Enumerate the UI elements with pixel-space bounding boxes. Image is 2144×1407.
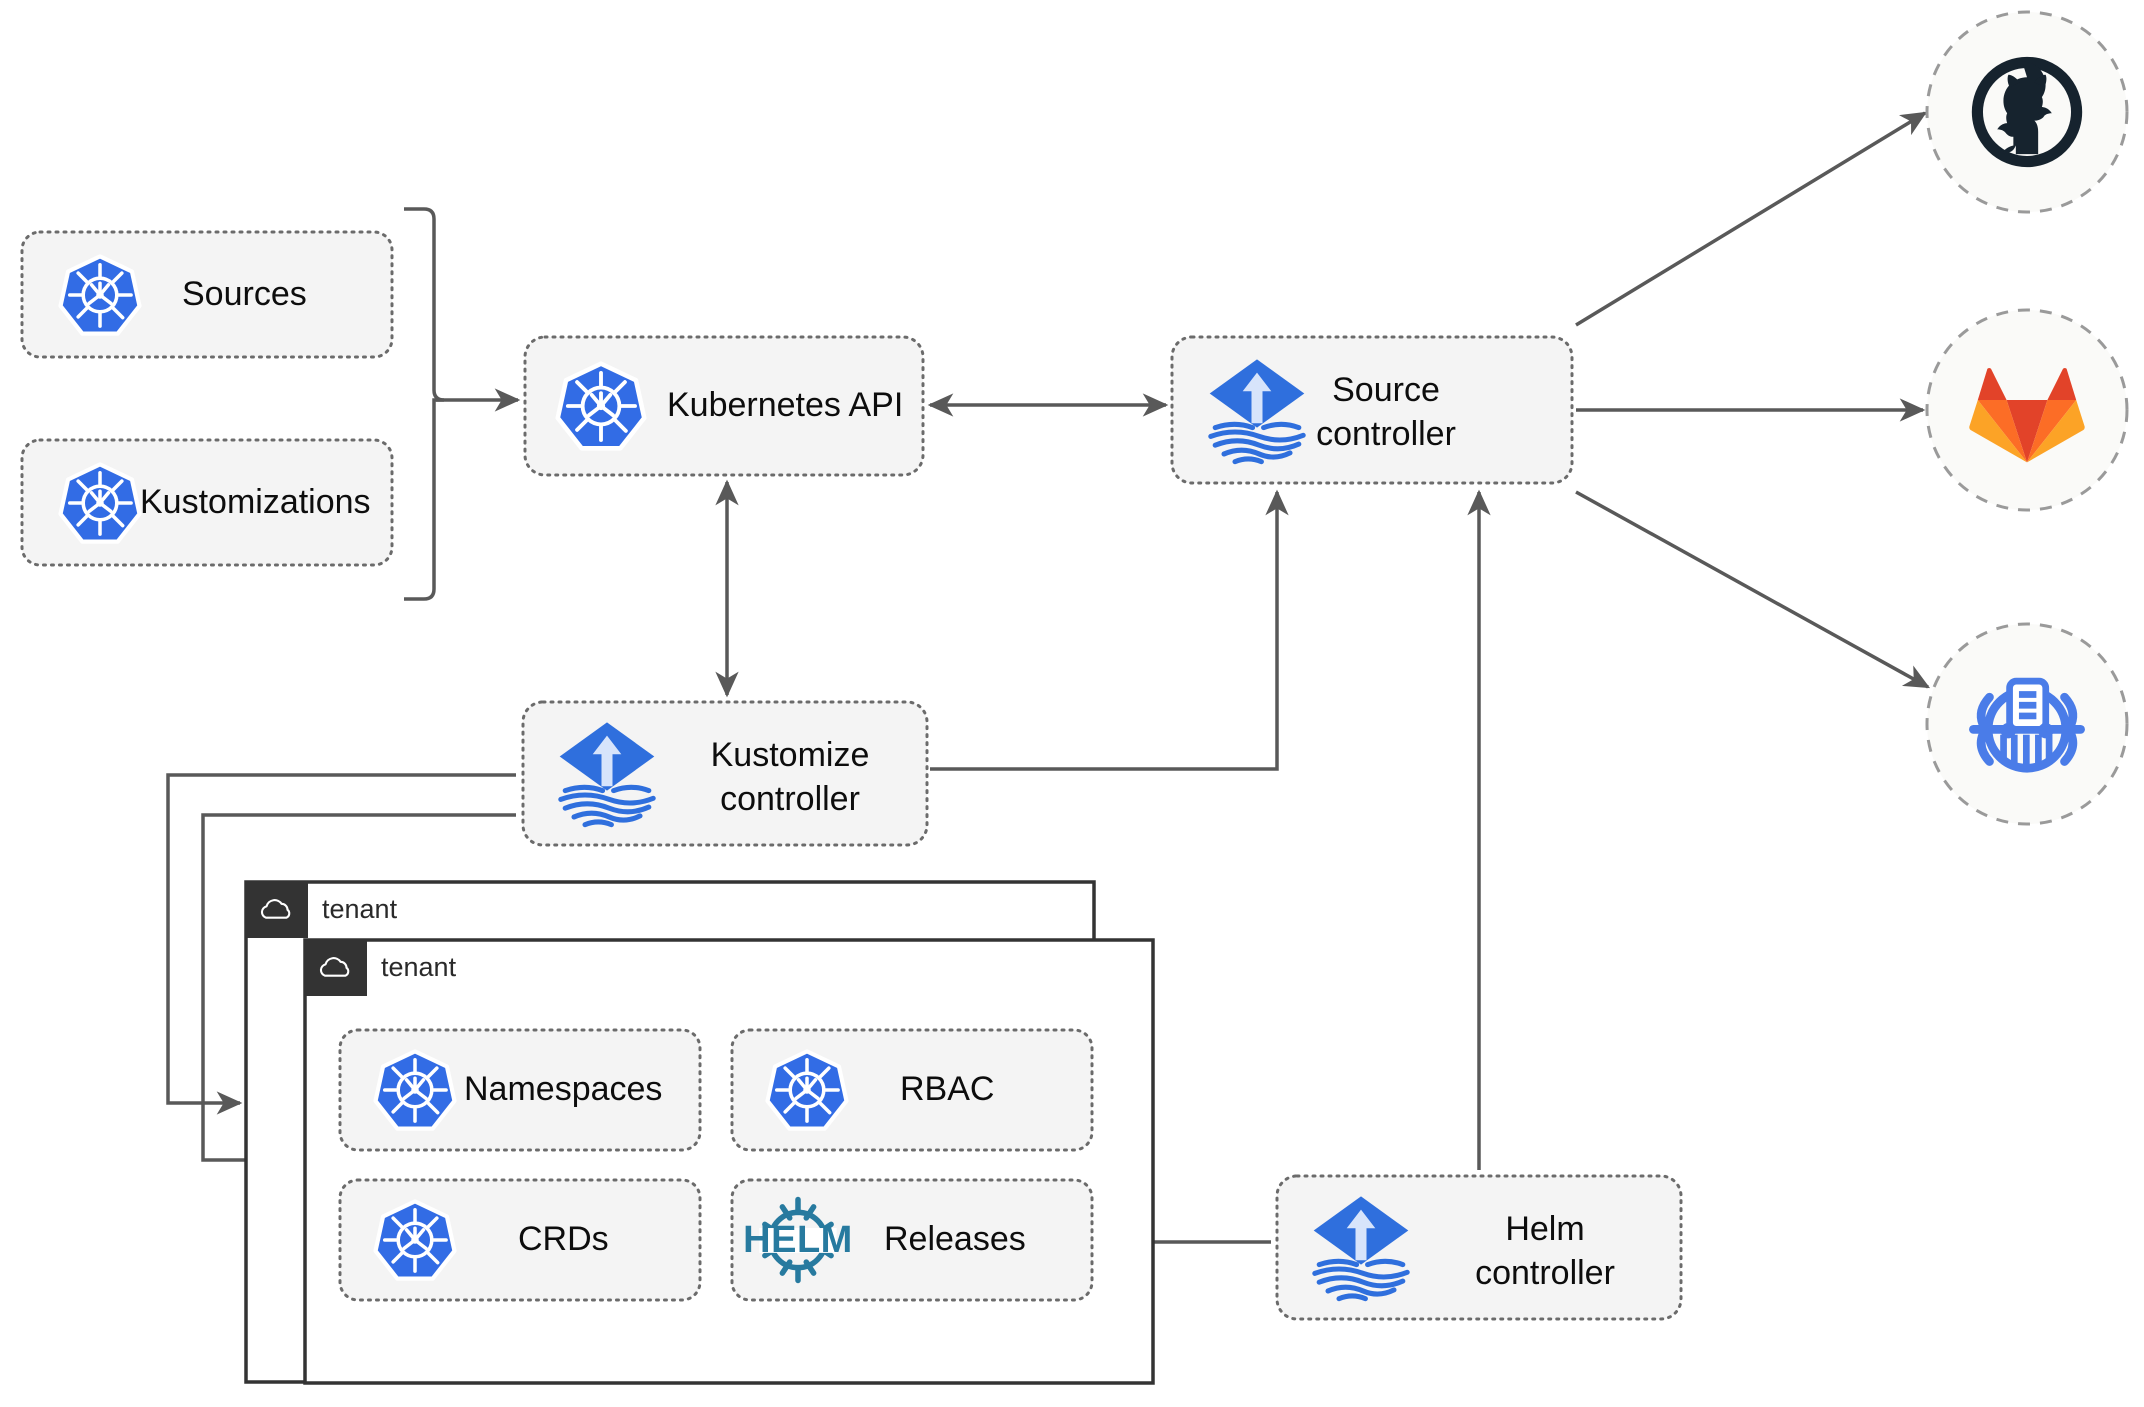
node-releases-label: Releases xyxy=(884,1220,1026,1258)
node-source-controller-box xyxy=(1170,335,1574,485)
node-kustomizations-label: Kustomizations xyxy=(140,483,371,521)
node-crds-label: CRDs xyxy=(518,1220,609,1258)
node-source-controller-label-line1: Source xyxy=(1332,371,1440,409)
node-kustomize-controller-label-line2: controller xyxy=(720,780,860,818)
tenant-outer-label: tenant xyxy=(322,894,398,924)
kubernetes-icon xyxy=(61,464,140,541)
kubernetes-icon xyxy=(376,1201,455,1278)
node-releases-box xyxy=(730,1178,1094,1302)
node-sources[interactable]: Sources xyxy=(20,230,394,359)
kubernetes-icon xyxy=(61,256,140,333)
node-kubernetes-api[interactable]: Kubernetes API xyxy=(523,335,925,477)
node-source-controller-label-line2: controller xyxy=(1316,415,1456,453)
helm-icon: HELM xyxy=(743,1200,853,1281)
node-releases[interactable]: HELM Releases xyxy=(730,1178,1094,1302)
node-kubernetes-api-label: Kubernetes API xyxy=(667,386,903,424)
node-rbac-label: RBAC xyxy=(900,1070,994,1108)
node-rbac[interactable]: RBAC xyxy=(730,1028,1094,1152)
bracket-sources-group xyxy=(404,207,445,601)
tenant-inner-label: tenant xyxy=(381,952,457,982)
kubernetes-icon xyxy=(558,364,644,449)
harbor-icon xyxy=(1973,681,2080,769)
node-helm-controller-label-line2: controller xyxy=(1475,1254,1615,1292)
node-sources-label: Sources xyxy=(182,275,307,313)
node-namespaces[interactable]: Namespaces xyxy=(338,1028,702,1152)
arrow-sourcecontroller-to-helmrepo xyxy=(1575,490,1931,689)
arrow-kustomize-to-sourcecontroller xyxy=(930,489,1289,771)
helm-logo-text: HELM xyxy=(743,1219,853,1261)
node-kustomize-controller-label-line1: Kustomize xyxy=(711,736,870,774)
node-kustomize-controller[interactable]: Kustomize controller xyxy=(521,700,929,847)
tenant-outer-tab xyxy=(246,882,308,938)
tenant-inner[interactable]: tenant xyxy=(303,938,1155,1385)
node-helm-controller[interactable]: Helm controller xyxy=(1275,1174,1683,1321)
kubernetes-icon xyxy=(376,1051,455,1128)
node-source-controller[interactable]: Source controller xyxy=(1170,335,1574,485)
arrow-sourcecontroller-to-github xyxy=(1575,111,1927,327)
kubernetes-icon xyxy=(768,1051,847,1128)
tenant-inner-tab xyxy=(305,940,367,996)
node-helm-controller-label-line1: Helm xyxy=(1505,1210,1584,1248)
provider-gitlab[interactable] xyxy=(1925,308,2129,512)
node-namespaces-label: Namespaces xyxy=(464,1070,662,1108)
node-crds[interactable]: CRDs xyxy=(338,1178,702,1302)
provider-helm-repository[interactable] xyxy=(1925,622,2129,826)
node-kustomizations[interactable]: Kustomizations xyxy=(20,438,394,567)
provider-github[interactable] xyxy=(1925,10,2129,214)
tenant-inner-body xyxy=(303,938,1155,1385)
